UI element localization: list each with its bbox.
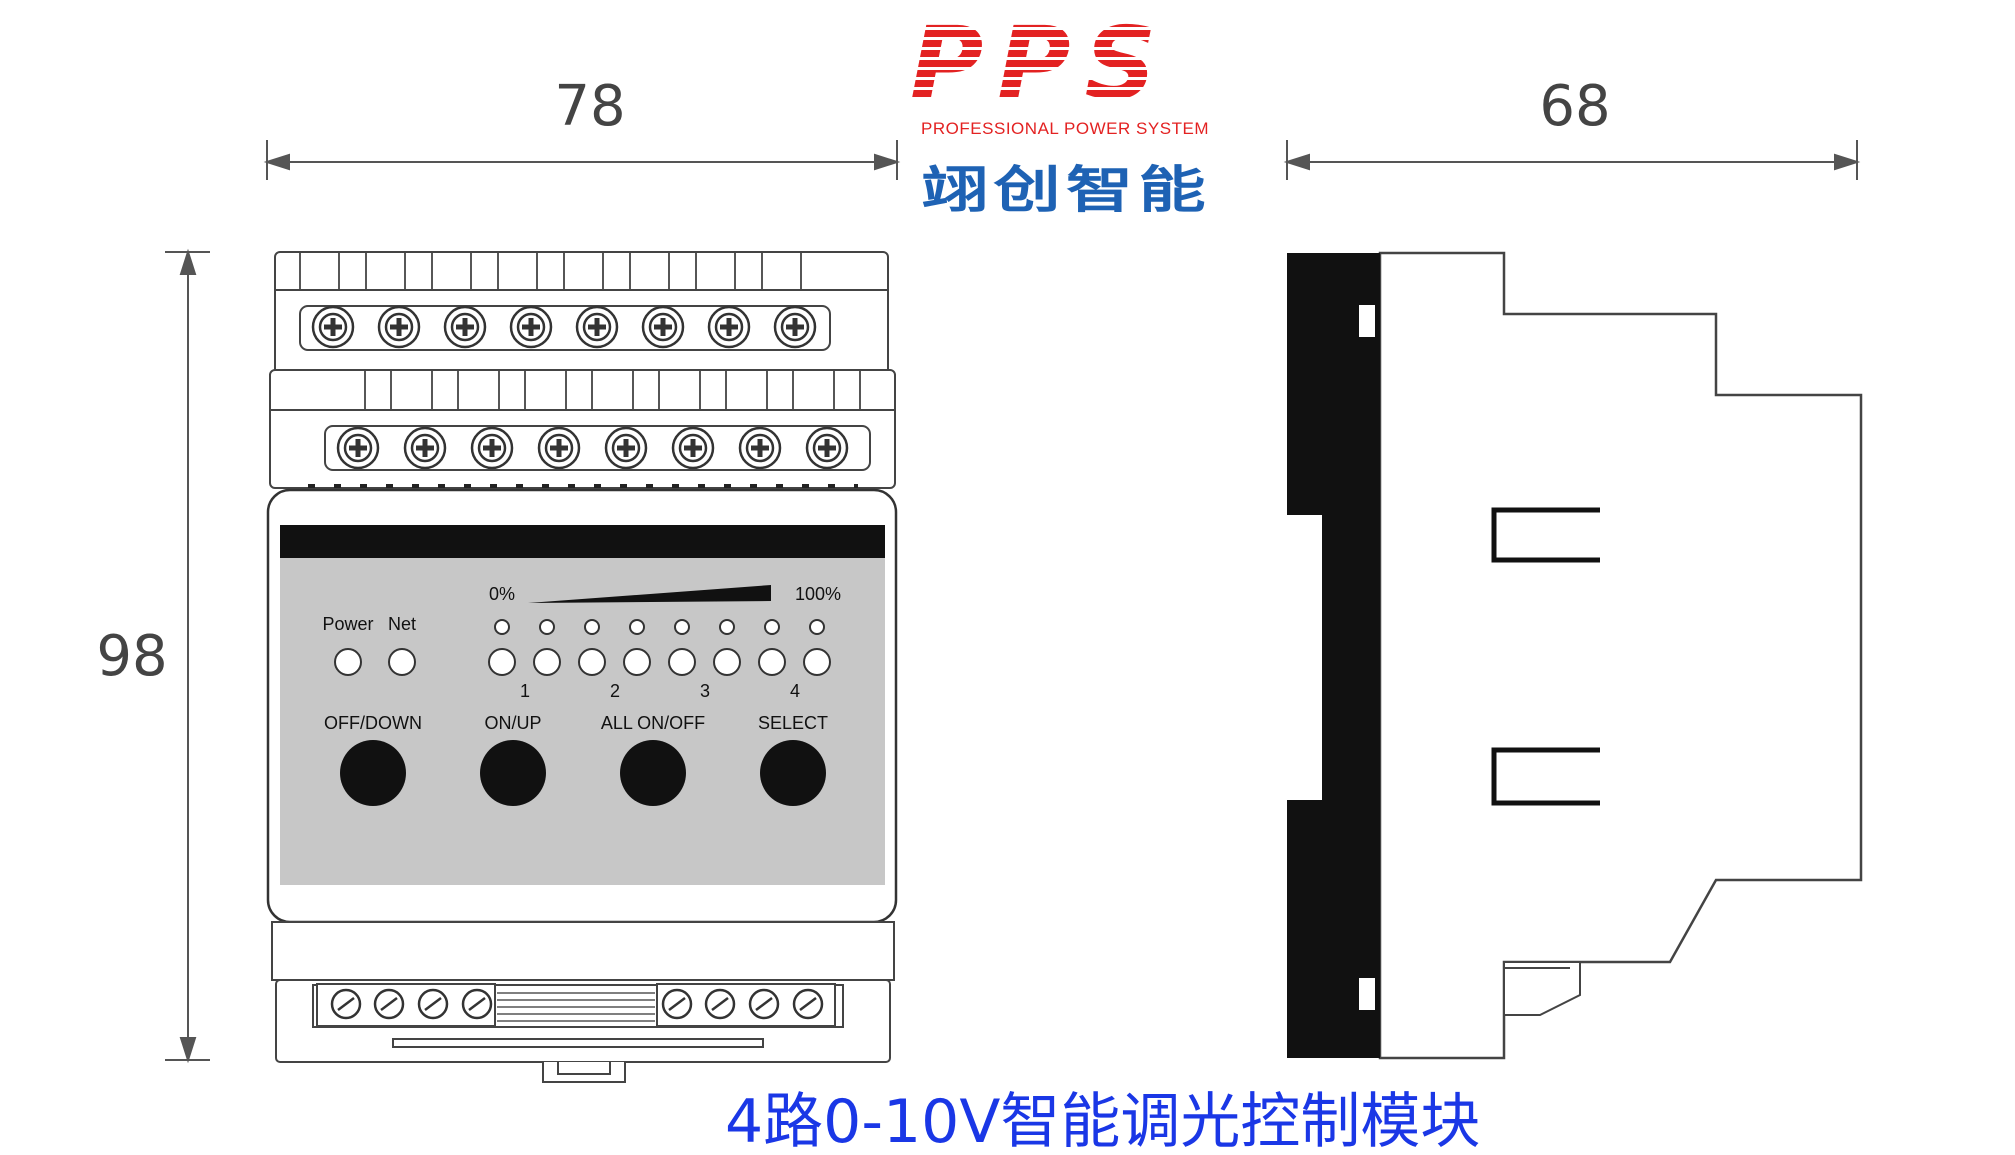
dimming-scale-wedge (528, 585, 771, 603)
dimension-front-width (263, 140, 901, 180)
side-housing (1378, 251, 1863, 1060)
on-up-button[interactable] (480, 740, 546, 806)
channel-label-4: 4 (790, 681, 800, 701)
panel-header-bar (280, 525, 885, 558)
level-led (494, 619, 510, 635)
logo-subtitle: PROFESSIONAL POWER SYSTEM (921, 120, 1209, 138)
logo-chinese-name: 翊创智能 (921, 161, 1211, 219)
mount-slot-top (1359, 305, 1375, 337)
din-clip (542, 1062, 626, 1083)
lower-housing (271, 921, 895, 981)
level-led (539, 619, 555, 635)
front-width-label: 78 (554, 74, 625, 139)
button-label-on-up: ON/UP (484, 713, 541, 733)
bottom-slot (392, 1038, 764, 1048)
dimension-side-depth (1283, 140, 1861, 180)
indicator-label-net: Net (388, 614, 416, 634)
channel-led (758, 648, 786, 676)
button-label-select: SELECT (758, 713, 828, 733)
dimension-height (165, 248, 210, 1064)
channel-label-3: 3 (700, 681, 710, 701)
din-rail-mount (1287, 253, 1380, 1058)
off-down-button[interactable] (340, 740, 406, 806)
side-depth-label: 68 (1539, 74, 1610, 139)
product-caption: 4路0-10V智能调光控制模块 (725, 1087, 1480, 1155)
level-led (809, 619, 825, 635)
indicator-label-power: Power (322, 614, 373, 634)
company-logo: PPS PROFESSIONAL POWER SYSTEM 翊创智能 (910, 5, 1211, 219)
all-on-off-button[interactable] (620, 740, 686, 806)
channel-label-2: 2 (610, 681, 620, 701)
side-terminal-tab (1503, 961, 1581, 1016)
control-panel-face (280, 525, 885, 885)
level-led (629, 619, 645, 635)
channel-led (713, 648, 741, 676)
scale-max-label: 100% (795, 584, 841, 604)
channel-led (623, 648, 651, 676)
mount-slot-bottom (1359, 978, 1375, 1010)
front-view: 0% 100% Power Net 1 (266, 251, 898, 1083)
button-label-off-down: OFF/DOWN (324, 713, 422, 733)
channel-led (578, 648, 606, 676)
net-led (388, 648, 416, 676)
select-button[interactable] (760, 740, 826, 806)
level-led (584, 619, 600, 635)
channel-led (668, 648, 696, 676)
logo-pps-letters: PPS (910, 5, 1171, 122)
level-leds (494, 619, 825, 635)
button-label-all-on-off: ALL ON/OFF (601, 713, 705, 733)
channel-leds (488, 648, 831, 676)
scale-min-label: 0% (489, 584, 515, 604)
level-led (764, 619, 780, 635)
side-vent-upper (1491, 507, 1600, 563)
side-vent-lower (1491, 747, 1600, 806)
channel-led (533, 648, 561, 676)
power-led (334, 648, 362, 676)
height-label: 98 (96, 624, 167, 689)
channel-led (488, 648, 516, 676)
level-led (674, 619, 690, 635)
channel-led (803, 648, 831, 676)
side-view (1287, 251, 1863, 1060)
level-led (719, 619, 735, 635)
channel-label-1: 1 (520, 681, 530, 701)
